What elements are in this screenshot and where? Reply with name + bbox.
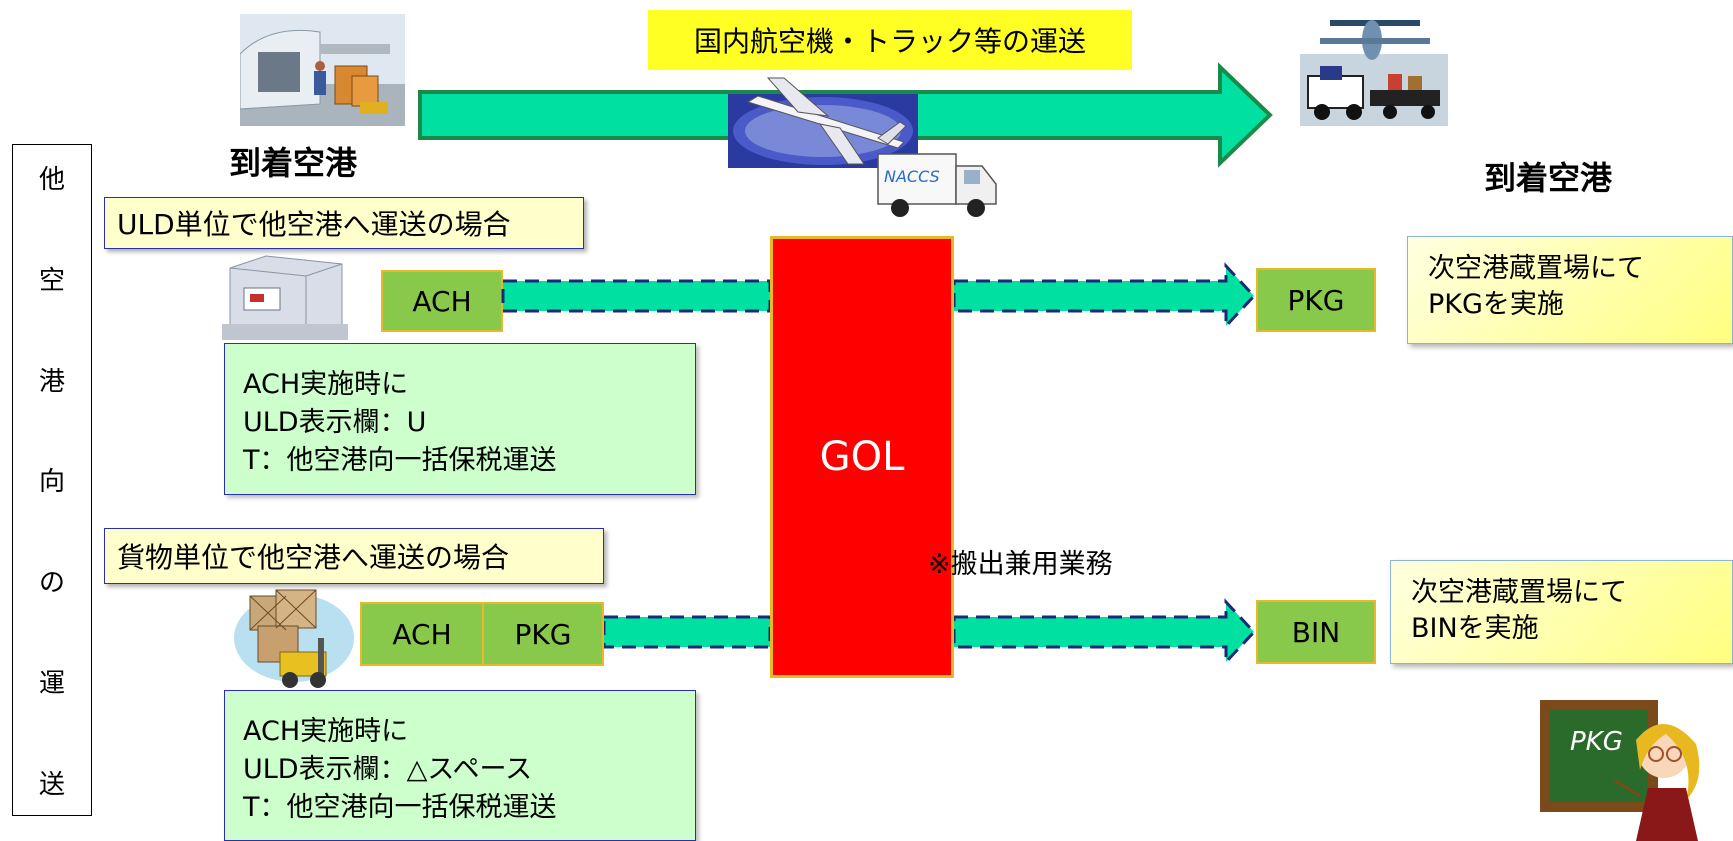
cargo-dash-arrow-right [952,598,1257,666]
transport-title: 国内航空機・トラック等の運送 [648,10,1132,70]
uld-dash-arrow-right [952,262,1257,330]
airport-tractor-illustration [1300,14,1448,126]
naccs-truck-illustration: NACCS [877,153,997,217]
vertical-char: 港 [38,366,65,397]
cargo-step-ach: ACH [360,602,484,666]
uld-result-step-pkg: PKG [1256,268,1376,332]
cargo-step-pkg: PKG [482,602,604,666]
export-combined-footnote: ※搬出兼用業務 [928,549,1113,580]
cargo-result-step-bin: BIN [1256,600,1376,664]
uld-result-note: 次空港蔵置場にて PKGを実施 [1407,236,1733,344]
cargo-ach-note: ACH実施時に ULD表示欄：△スペース T：他空港向一括保税運送 [224,690,696,841]
airplane-illustration [728,77,918,168]
vertical-label-box: 他 空 港 向 の 運 送 [12,144,92,816]
cargo-case-title: 貨物単位で他空港へ運送の場合 [104,528,604,584]
gol-box: GOL [770,236,954,678]
uld-container-illustration [222,255,348,340]
cargo-result-note: 次空港蔵置場にて BINを実施 [1390,560,1733,664]
vertical-char: 他 [38,165,65,195]
uld-step-ach: ACH [381,270,503,332]
teacher-chalkboard-illustration: PKG [1540,700,1700,841]
vertical-char: 空 [38,265,65,296]
truck-logo-text: NACCS [884,167,940,186]
uld-ach-note: ACH実施時に ULD表示欄：U T：他空港向一括保税運送 [224,343,696,495]
uld-case-title: ULD単位で他空港へ運送の場合 [104,197,584,249]
cargo-loading-illustration [240,14,405,126]
vertical-char: 運 [38,669,65,700]
cargo-dash-arrow-left [602,615,772,649]
forklift-cargo-illustration [234,589,354,688]
vertical-char: 送 [38,769,65,800]
vertical-char: 向 [38,467,65,498]
vertical-char: の [38,568,65,599]
arrival-airport-left-label: 到着空港 [229,144,358,182]
uld-dash-arrow-left [501,279,772,313]
chalkboard-text: PKG [1570,727,1623,757]
arrival-airport-right-label: 到着空港 [1484,159,1613,197]
